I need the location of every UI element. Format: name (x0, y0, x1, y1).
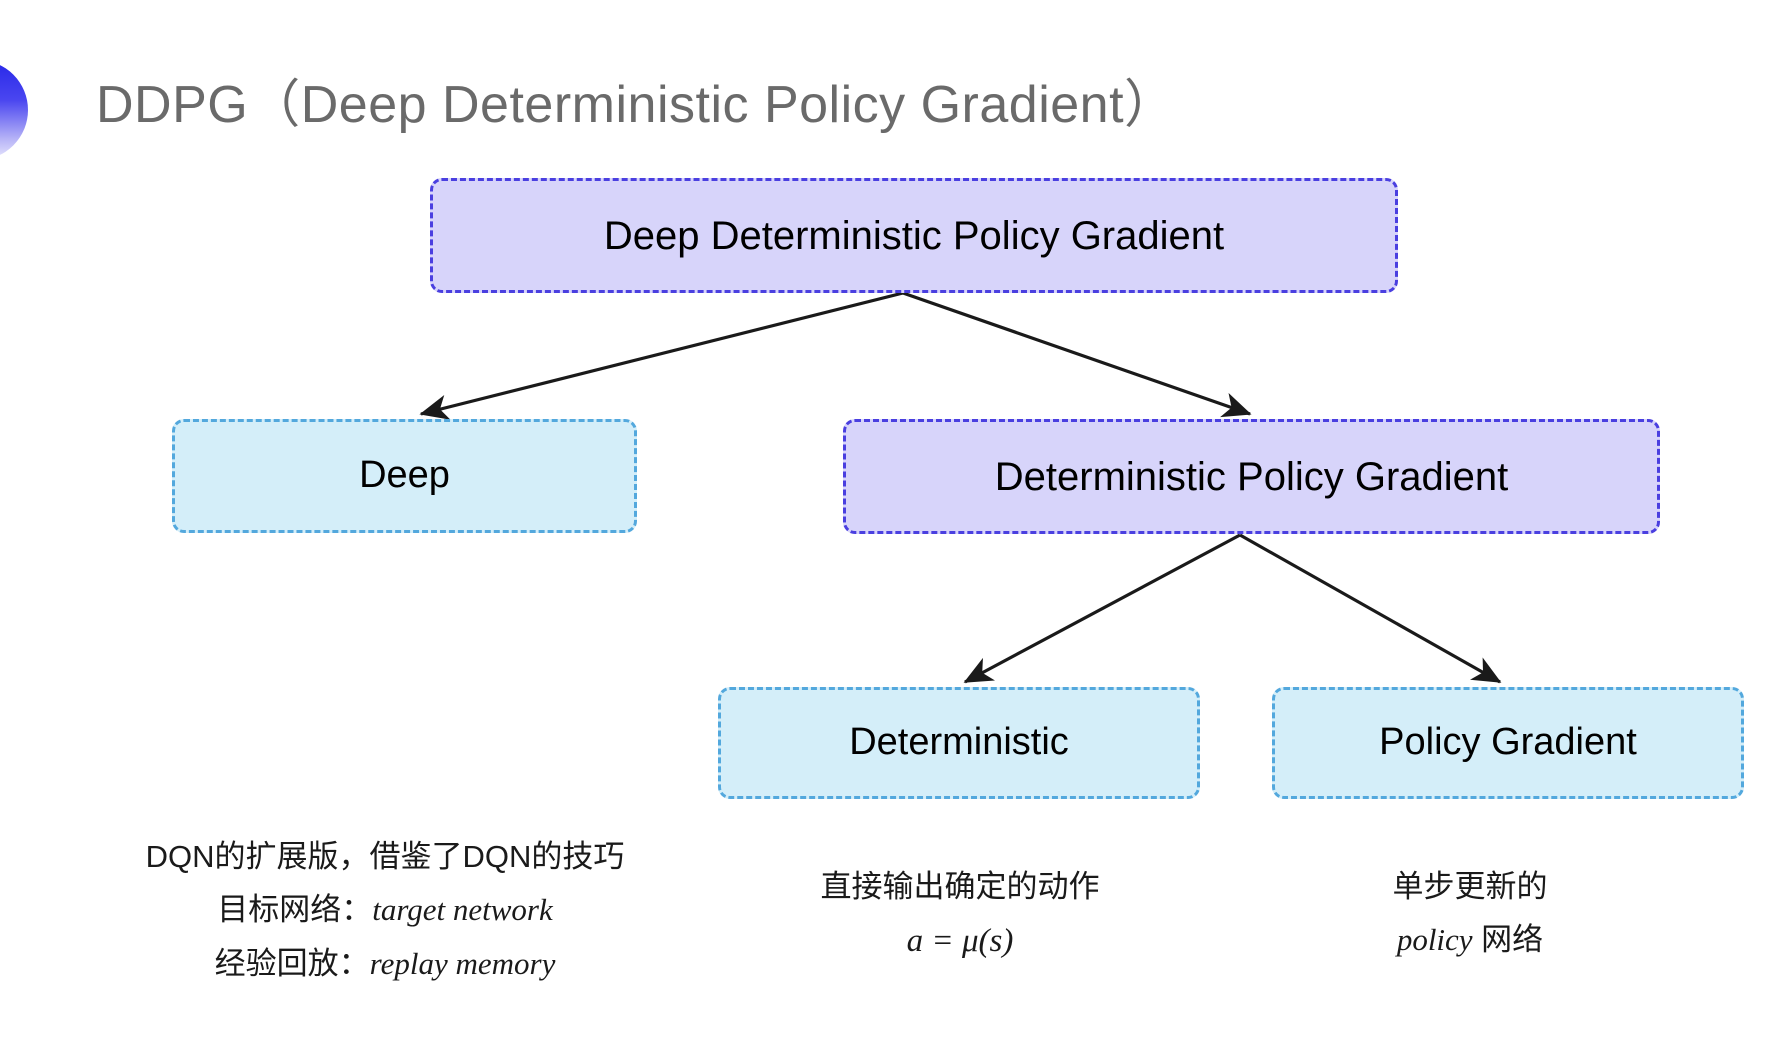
node-dpg-label: Deterministic Policy Gradient (994, 454, 1509, 499)
caption-deep-item-1-label: 目标网络： (217, 892, 373, 928)
caption-policy-gradient-suffix: 网络 (1472, 922, 1544, 958)
node-deterministic-policy-gradient[interactable]: Deterministic Policy Gradient (843, 419, 1660, 534)
caption-deterministic-line: 直接输出确定的动作 (820, 869, 1100, 904)
edge-ddpg-to-deep (419, 291, 904, 420)
node-policy-gradient[interactable]: Policy Gradient (1272, 687, 1744, 799)
caption-deep-line-1: DQN的扩展版，借鉴了DQN的技巧 (145, 839, 625, 874)
node-deterministic[interactable]: Deterministic (718, 687, 1200, 799)
half-circle-gradient-icon (0, 60, 28, 160)
node-policy-gradient-label: Policy Gradient (1379, 721, 1637, 764)
caption-deterministic-formula: a = μ(s) (906, 923, 1014, 960)
caption-policy-gradient-line: 单步更新的 (1392, 869, 1548, 904)
edge-dpg-to-policy-gradient (1239, 533, 1502, 684)
caption-deep-item-1: 目标网络：target network (90, 883, 680, 936)
caption-deterministic: 直接输出确定的动作 a = μ(s) (730, 860, 1190, 970)
node-deep-label: Deep (359, 454, 450, 497)
caption-policy-gradient: 单步更新的 policy 网络 (1290, 860, 1650, 967)
caption-policy-gradient-term-line: policy 网络 (1290, 913, 1650, 966)
node-ddpg[interactable]: Deep Deterministic Policy Gradient (430, 178, 1398, 293)
node-ddpg-label: Deep Deterministic Policy Gradient (603, 213, 1225, 258)
node-deterministic-label: Deterministic (849, 721, 1069, 764)
page-title: DDPG（Deep Deterministic Policy Gradient） (96, 76, 1177, 134)
caption-deep-item-2-term: replay memory (369, 945, 556, 981)
edge-dpg-to-deterministic (963, 533, 1241, 684)
caption-deep: DQN的扩展版，借鉴了DQN的技巧 目标网络：target network 经验… (90, 830, 680, 990)
caption-policy-gradient-term: policy (1396, 922, 1473, 958)
caption-deep-item-1-term: target network (372, 892, 553, 928)
caption-deep-item-2: 经验回放：replay memory (90, 937, 680, 990)
caption-deep-item-2-label: 经验回放： (214, 945, 370, 981)
node-deep[interactable]: Deep (172, 419, 637, 533)
edge-ddpg-to-dpg (902, 291, 1252, 418)
